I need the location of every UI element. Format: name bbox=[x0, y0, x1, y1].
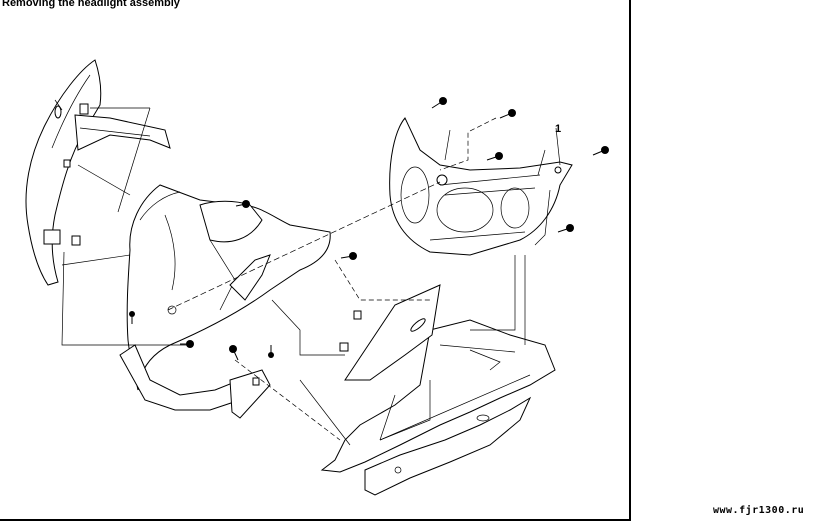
front-cowling bbox=[119, 184, 331, 419]
diagram-frame bbox=[0, 0, 631, 521]
leader-lines bbox=[61, 107, 561, 446]
diagram-title: Removing the headlight assembly bbox=[2, 0, 180, 9]
part-callout-1: 1 bbox=[555, 123, 562, 135]
inner-panel bbox=[339, 284, 441, 381]
watermark-url: www.fjr1300.ru bbox=[713, 505, 805, 516]
lower-cowling bbox=[320, 319, 556, 496]
screws bbox=[129, 97, 609, 361]
left-side-cowling bbox=[25, 59, 171, 286]
exploded-view-drawing bbox=[25, 59, 609, 496]
headlight-assembly bbox=[389, 117, 573, 256]
